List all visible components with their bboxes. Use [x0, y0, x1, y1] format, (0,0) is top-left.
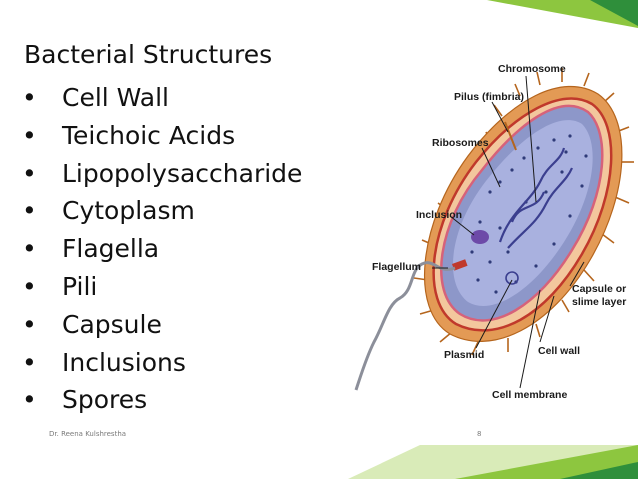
- bullet-marker: •: [22, 271, 37, 301]
- footer-author: Dr. Reena Kulshrestha: [49, 430, 127, 438]
- label-cell-membrane: Cell membrane: [492, 389, 567, 401]
- label-ribosomes: Ribosomes: [432, 137, 489, 149]
- label-flagellum: Flagellum: [372, 261, 421, 273]
- label-cell-wall: Cell wall: [538, 345, 580, 357]
- bottom-accent: [455, 445, 638, 479]
- plasmid-ring: [505, 271, 519, 285]
- bacterial-cell-diagram: Chromosome Pilus (fimbria) Ribosomes Inc…: [354, 63, 634, 401]
- bullet-item: •Pili: [22, 268, 302, 306]
- label-slime-layer: slime layer: [572, 296, 626, 308]
- flagellum-hook: [452, 259, 468, 271]
- bullet-item: •Flagella: [22, 230, 302, 268]
- top-right-accent-dark: [590, 0, 638, 26]
- ribosome-dots: [470, 134, 588, 294]
- bullet-list: •Cell Wall •Teichoic Acids •Lipopolysacc…: [22, 79, 302, 419]
- bullet-item: •Capsule: [22, 306, 302, 344]
- label-pilus: Pilus (fimbria): [454, 91, 524, 103]
- bullet-item: •Inclusions: [22, 344, 302, 382]
- bullet-marker: •: [22, 83, 37, 112]
- label-pointer-lines: [432, 75, 585, 389]
- slide-title: Bacterial Structures: [24, 40, 273, 69]
- flagellum-strand: [354, 261, 456, 391]
- bottom-accent-dark: [560, 462, 638, 479]
- bullet-marker: •: [22, 196, 37, 226]
- chromosome-strands: [498, 147, 574, 249]
- pilus-strand: [504, 121, 517, 151]
- inclusion-body: [471, 230, 489, 244]
- bullet-marker: •: [22, 309, 37, 339]
- bullet-marker: •: [22, 158, 37, 188]
- label-chromosome: Chromosome: [498, 63, 566, 75]
- bullet-marker: •: [22, 120, 37, 150]
- bullet-item: •Lipopolysaccharide: [22, 155, 302, 193]
- bullet-item: •Cytoplasm: [22, 192, 302, 230]
- cytoplasm-region: [452, 120, 593, 306]
- label-capsule: Capsule or: [572, 283, 626, 295]
- slide-number: 8: [477, 430, 482, 438]
- bullet-marker: •: [22, 234, 37, 264]
- label-inclusion: Inclusion: [416, 209, 462, 221]
- bullet-marker: •: [22, 385, 37, 415]
- bullet-item: •Teichoic Acids: [22, 117, 302, 155]
- bullet-item: •Cell Wall: [22, 79, 302, 117]
- bullet-marker: •: [22, 347, 37, 377]
- label-plasmid: Plasmid: [444, 349, 484, 361]
- top-right-accent: [487, 0, 638, 28]
- bullet-item: •Spores: [22, 381, 302, 419]
